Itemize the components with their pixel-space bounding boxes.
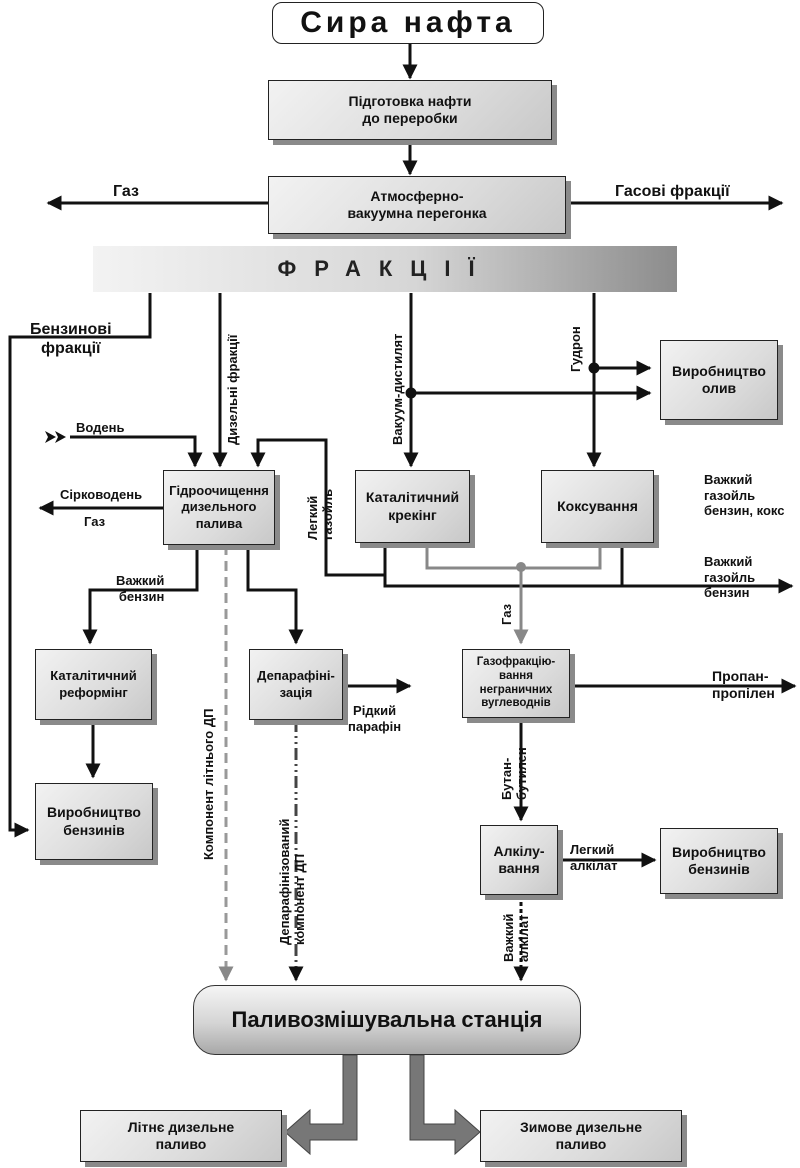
coking-label: Коксування bbox=[557, 497, 638, 514]
reform-label: Каталітичний реформінг bbox=[50, 668, 137, 700]
crude-oil-title: Сира нафта bbox=[272, 2, 544, 44]
cat-crack-label: Каталітичний крекінг bbox=[365, 489, 460, 523]
gasoline-fractions-label: Бензинові фракції bbox=[30, 321, 112, 358]
gasfrac-box: Газофракцію- вання неграничних вуглеводн… bbox=[462, 649, 570, 718]
liquid-paraffin-label: Рідкий парафін bbox=[348, 703, 402, 734]
gas-left-label: Газ bbox=[113, 183, 139, 200]
atmo-box: Атмосферно- вакуумна перегонка bbox=[268, 176, 566, 234]
light-alkylate-label: Легкий алкілат bbox=[570, 842, 618, 873]
heavy-gasoil-label-2: Важкий газойль бензин bbox=[704, 554, 756, 601]
gasoline-label-2: Виробництво бензинів bbox=[672, 843, 766, 878]
atmo-label: Атмосферно- вакуумна перегонка bbox=[347, 187, 487, 222]
dewax-label: Депарафіні- зація bbox=[257, 668, 335, 700]
hydro-box: Гідроочищення дизельного палива bbox=[163, 470, 275, 545]
tar-label: Гудрон bbox=[568, 326, 583, 372]
alkyl-label: Алкілу- вання bbox=[493, 842, 545, 877]
h2s-label: Сірководень bbox=[60, 487, 143, 502]
vacuum-distillate-label: Вакуум-дистилят bbox=[390, 333, 405, 445]
summer-diesel-box: Літнє дизельне паливо bbox=[80, 1110, 282, 1162]
reform-box: Каталітичний реформінг bbox=[35, 649, 152, 720]
kerosene-fractions-label: Гасові фракції bbox=[615, 183, 730, 200]
gasoline-box-1: Виробництво бензинів bbox=[35, 783, 153, 860]
hydro-label: Гідроочищення дизельного палива bbox=[169, 483, 269, 531]
cat-crack-box: Каталітичний крекінг bbox=[355, 470, 470, 543]
fuel-blending-station: Паливозмішувальна станція bbox=[193, 985, 581, 1055]
heavy-alkylate-label: Важкий алкілат bbox=[501, 913, 531, 962]
propane-label: Пропан- пропілен bbox=[712, 668, 775, 701]
alkyl-box: Алкілу- вання bbox=[480, 825, 558, 895]
winter-diesel-label: Зимове дизельне паливо bbox=[520, 1118, 642, 1153]
light-gasoil-label: Легкий газойль bbox=[305, 488, 335, 540]
diesel-fractions-label: Дизельні фракції bbox=[225, 334, 240, 445]
prep-label: Підготовка нафти до переробки bbox=[348, 92, 472, 127]
heavy-gasoline-label: Важкий бензин bbox=[116, 573, 165, 604]
oils-box: Виробництво олив bbox=[660, 340, 778, 420]
gas-h2s-label: Газ bbox=[84, 514, 106, 529]
dewax-box: Депарафіні- зація bbox=[249, 649, 343, 720]
oils-label: Виробництво олив bbox=[672, 362, 766, 397]
gasfrac-label: Газофракцію- вання неграничних вуглеводн… bbox=[476, 655, 556, 710]
summer-component-label: Компонент літнього ДП bbox=[201, 708, 216, 860]
gasoline-box-2: Виробництво бензинів bbox=[660, 828, 778, 894]
dewaxed-component-label: Депарафінізований компонент ДП bbox=[277, 818, 307, 945]
coking-box: Коксування bbox=[541, 470, 654, 543]
summer-diesel-label: Літнє дизельне паливо bbox=[127, 1118, 235, 1153]
fractions-banner: ФРАКЦІЇ bbox=[93, 246, 677, 292]
hydrogen-label: Водень bbox=[76, 420, 125, 435]
prep-box: Підготовка нафти до переробки bbox=[268, 80, 552, 140]
butane-label: Бутан- бутилен bbox=[499, 747, 529, 800]
heavy-gasoil-coke-label: Важкий газойль бензин, кокс bbox=[704, 472, 785, 519]
gasoline-label-1: Виробництво бензинів bbox=[47, 804, 141, 838]
winter-diesel-box: Зимове дизельне паливо bbox=[480, 1110, 682, 1162]
gas-mid-label: Газ bbox=[499, 603, 514, 625]
